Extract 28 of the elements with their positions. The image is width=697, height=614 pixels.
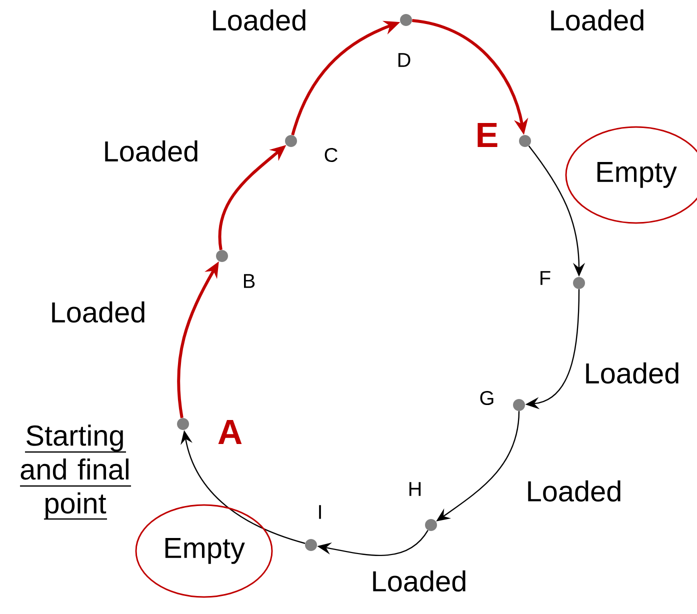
- point-dot: [305, 538, 317, 551]
- point-letter: H: [409, 482, 421, 496]
- circled-label: Empty: [135, 504, 273, 598]
- point-dot: [177, 418, 189, 430]
- point-dot: [513, 398, 525, 411]
- point-letter: C: [324, 148, 338, 162]
- point-dot: [425, 518, 437, 531]
- edge-label: Loaded: [524, 479, 624, 503]
- edge-label: Loaded: [210, 8, 308, 32]
- point-dot: [285, 134, 297, 147]
- edge-label: Loaded: [548, 8, 646, 32]
- point-letter: I: [319, 505, 321, 519]
- edge-label: Loaded: [48, 300, 148, 324]
- point-dot: [216, 250, 228, 262]
- point-dot: [400, 14, 412, 26]
- point-letter: D: [398, 53, 410, 67]
- edge-label: Loaded: [102, 139, 200, 163]
- point-letter: A: [218, 420, 242, 444]
- point-letter: B: [244, 274, 255, 288]
- edge-label: Loaded: [582, 361, 682, 385]
- point-letter: G: [480, 390, 494, 406]
- point-dot: [573, 276, 585, 289]
- point-letter: F: [540, 271, 550, 285]
- point-letter: E: [478, 122, 498, 147]
- edge-label: Loaded: [370, 569, 468, 593]
- circled-label: Empty: [565, 126, 697, 224]
- point-dot: [519, 134, 531, 147]
- note-text: Starting and final point: [20, 424, 131, 520]
